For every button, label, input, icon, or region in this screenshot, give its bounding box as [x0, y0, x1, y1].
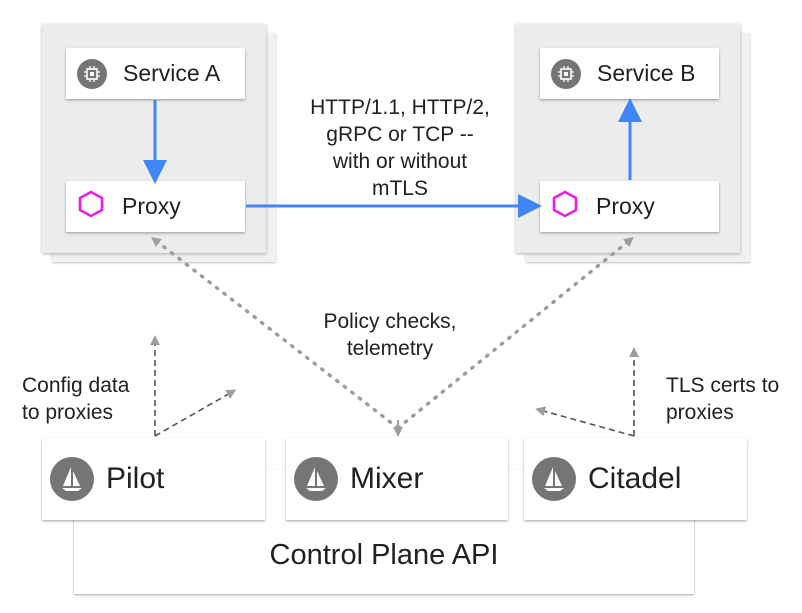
service-b-box: Service B	[540, 48, 719, 99]
service-a-box: Service A	[66, 48, 245, 99]
config-label-line: to proxies	[22, 401, 114, 424]
istio-sail-icon	[532, 457, 576, 501]
traffic-protocol-label: HTTP/1.1, HTTP/2, gRPC or TCP -- with or…	[280, 94, 520, 202]
mixer-label: Mixer	[350, 462, 424, 495]
mixer-box: Mixer	[286, 438, 508, 520]
proxy-a-label: Proxy	[122, 193, 181, 219]
proxy-b-label: Proxy	[596, 193, 655, 219]
traffic-label-line: HTTP/1.1, HTTP/2,	[310, 96, 490, 119]
config-data-label: Config data to proxies	[22, 372, 152, 426]
policy-telemetry-label: Policy checks, telemetry	[290, 308, 490, 362]
mixer-to-proxy-a-dotted	[151, 236, 400, 430]
istio-sail-icon	[294, 457, 338, 501]
citadel-label: Citadel	[588, 462, 682, 495]
mixer-to-proxy-b-dotted	[396, 236, 634, 430]
policy-label-line: telemetry	[346, 337, 434, 360]
citadel-diagonal-dashed-arrow	[535, 406, 635, 437]
chip-icon	[77, 58, 107, 89]
citadel-box: Citadel	[524, 438, 747, 520]
pilot-label: Pilot	[106, 462, 165, 495]
service-b-label: Service B	[597, 60, 696, 86]
tls-certs-label: TLS certs to proxies	[666, 372, 800, 426]
proxy-a-box: Proxy	[66, 181, 245, 232]
service-a-label: Service A	[123, 60, 221, 86]
traffic-label-line: gRPC or TCP --	[326, 123, 474, 146]
hexagon-icon	[78, 190, 104, 223]
proxy-b-box: Proxy	[540, 181, 719, 232]
istio-sail-icon	[50, 457, 94, 501]
policy-label-line: Policy checks,	[323, 310, 457, 333]
traffic-label-line: with or without	[332, 150, 468, 173]
control-plane-api-label: Control Plane API	[269, 539, 499, 571]
hexagon-icon	[552, 190, 578, 223]
tls-label-line: TLS certs to	[666, 374, 780, 397]
config-label-line: Config data	[22, 374, 130, 397]
pilot-diagonal-dashed-arrow	[154, 389, 237, 437]
pilot-box: Pilot	[42, 438, 265, 520]
tls-label-line: proxies	[666, 401, 734, 424]
chip-icon	[551, 58, 581, 89]
traffic-label-line: mTLS	[371, 177, 428, 200]
